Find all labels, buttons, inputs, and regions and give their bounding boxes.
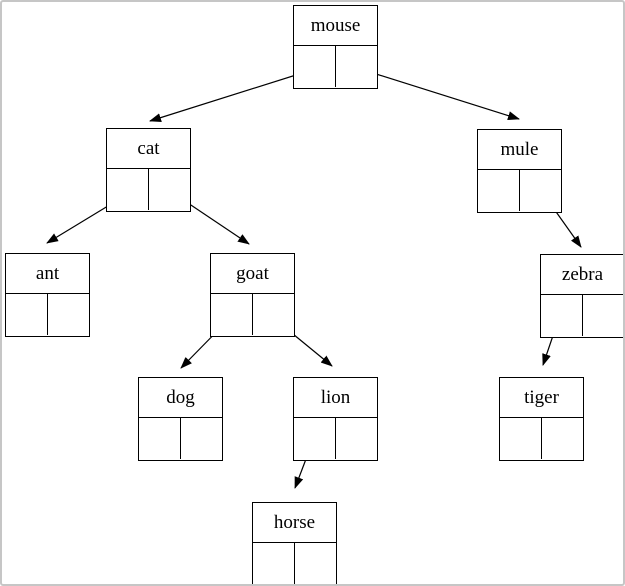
zebra-left-pointer-cell <box>541 295 583 336</box>
mule-right-pointer-cell <box>520 170 561 211</box>
node-label: mouse <box>294 6 377 46</box>
tree-node-goat: goat <box>210 253 295 337</box>
tree-node-horse: horse <box>252 502 337 584</box>
ant-right-pointer-cell <box>48 294 89 335</box>
node-label: lion <box>294 378 377 418</box>
goat-left-pointer-cell <box>211 294 253 335</box>
node-label: dog <box>139 378 222 418</box>
edge-mouse-left-cat <box>149 68 316 122</box>
horse-right-pointer-cell <box>295 543 336 584</box>
node-label: ant <box>6 254 89 294</box>
mouse-left-pointer-cell <box>294 46 336 87</box>
edge-mouse-right-mule <box>353 66 520 120</box>
mule-left-pointer-cell <box>478 170 520 211</box>
node-label: mule <box>478 130 561 170</box>
zebra-right-pointer-cell <box>583 295 623 336</box>
tree-node-ant: ant <box>5 253 90 337</box>
cat-right-pointer-cell <box>149 169 190 210</box>
dog-right-pointer-cell <box>181 418 222 459</box>
tree-node-zebra: zebra <box>540 254 623 338</box>
horse-left-pointer-cell <box>253 543 295 584</box>
dog-left-pointer-cell <box>139 418 181 459</box>
tree-node-dog: dog <box>138 377 223 461</box>
cat-left-pointer-cell <box>107 169 149 210</box>
tree-node-lion: lion <box>293 377 378 461</box>
lion-left-pointer-cell <box>294 418 336 459</box>
tree-node-mule: mule <box>477 129 562 213</box>
node-label: tiger <box>500 378 583 418</box>
node-label: zebra <box>541 255 623 295</box>
node-label: horse <box>253 503 336 543</box>
mouse-right-pointer-cell <box>336 46 377 87</box>
goat-right-pointer-cell <box>253 294 294 335</box>
tree-node-cat: cat <box>106 128 191 212</box>
node-label: cat <box>107 129 190 169</box>
tiger-right-pointer-cell <box>542 418 583 459</box>
node-label: goat <box>211 254 294 294</box>
ant-left-pointer-cell <box>6 294 48 335</box>
tree-node-tiger: tiger <box>499 377 584 461</box>
tree-node-mouse: mouse <box>293 5 378 89</box>
tiger-left-pointer-cell <box>500 418 542 459</box>
lion-right-pointer-cell <box>336 418 377 459</box>
